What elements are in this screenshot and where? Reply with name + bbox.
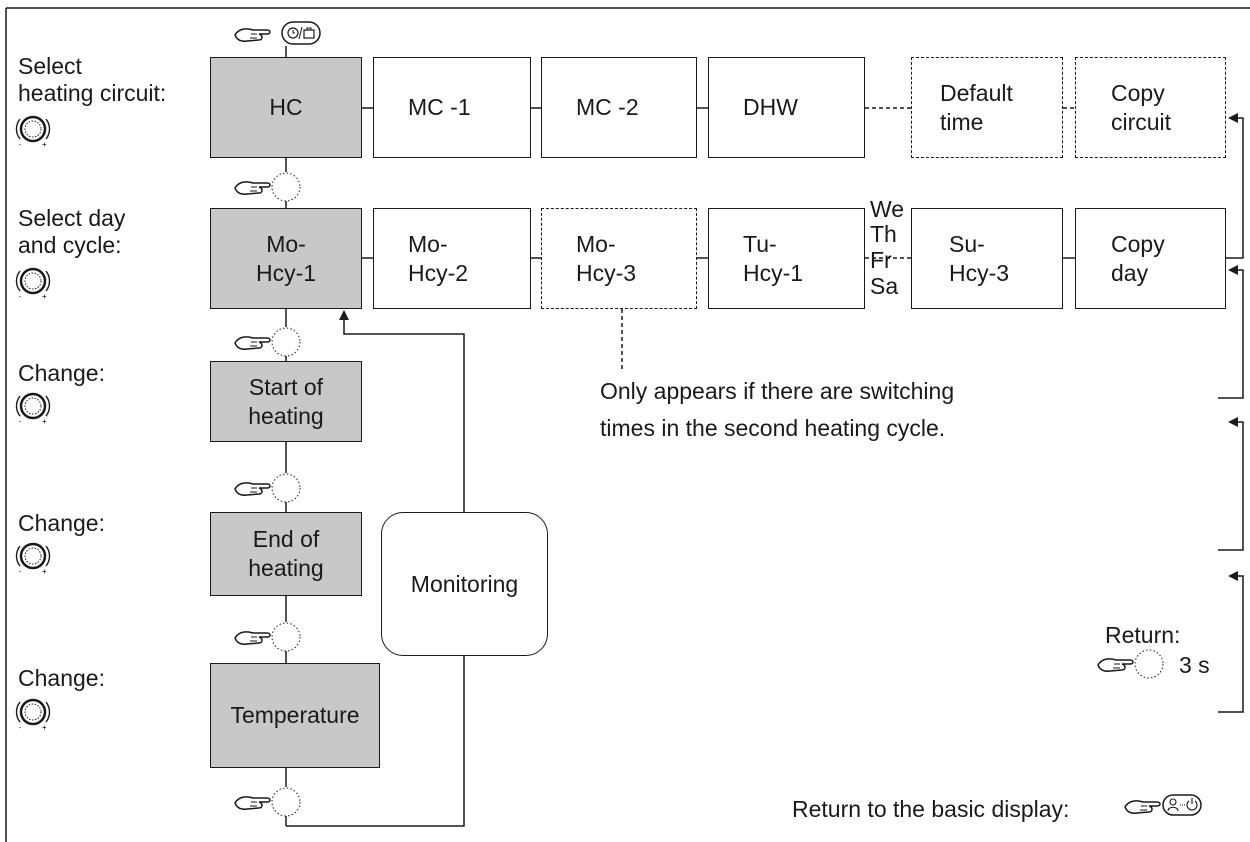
mo-hcy3-line1: Mo- <box>576 230 616 257</box>
monitoring-label: Monitoring <box>410 570 519 597</box>
start-of-heating-box: Start of heating <box>210 361 362 442</box>
return-time: 3 s <box>1179 652 1210 678</box>
hand-press-knob-icon <box>234 473 301 503</box>
svg-text:+: + <box>42 417 47 425</box>
copy-circuit-line2: circuit <box>1111 108 1172 135</box>
mo-hcy3-box: Mo- Hcy-3 <box>541 208 697 309</box>
end-line2: heating <box>248 555 324 581</box>
hc-box: HC <box>210 57 362 158</box>
mc1-box: MC -1 <box>373 57 531 158</box>
mo-hcy2-line1: Mo- <box>408 230 448 257</box>
hand-press-knob-icon <box>1097 649 1164 679</box>
loop-to-monitoring <box>286 656 465 827</box>
dial-turn-icon: - + <box>15 115 51 148</box>
svg-text:-: - <box>19 569 22 575</box>
day-we: We <box>870 196 905 222</box>
temperature-box: Temperature <box>210 663 380 768</box>
mo-hcy1-line2: Hcy-1 <box>255 259 317 286</box>
mo-hcy2-line2: Hcy-2 <box>408 259 469 286</box>
mc2-label: MC -2 <box>576 94 639 121</box>
mc2-box: MC -2 <box>541 57 697 158</box>
row-label-select-day-2: and cycle: <box>18 232 122 258</box>
day-fr: Fr <box>870 247 892 273</box>
dhw-box: DHW <box>708 57 865 158</box>
copy-circuit-line1: Copy <box>1111 79 1165 106</box>
day-th: Th <box>870 221 897 247</box>
svg-text:+: + <box>42 723 47 731</box>
return-basic-label: Return to the basic display: <box>792 796 1070 822</box>
default-time-line2: time <box>940 108 984 135</box>
svg-text:-: - <box>19 142 22 148</box>
row-label-select-day-1: Select day <box>18 205 126 231</box>
row-label-change-start: Change: <box>18 360 105 386</box>
hand-press-knob-icon <box>234 327 301 357</box>
return-bracket-copy-day <box>1218 269 1244 399</box>
hand-press-knob-icon <box>234 787 301 817</box>
copy-day-line2: day <box>1111 259 1149 286</box>
hand-press-key-icon <box>234 21 321 45</box>
svg-text:-: - <box>19 294 22 300</box>
mo-hcy1-box: Mo- Hcy-1 <box>210 208 362 309</box>
svg-text:-: - <box>19 725 22 731</box>
hand-press-knob-icon <box>234 172 301 202</box>
temperature-label: Temperature <box>230 702 360 729</box>
default-time-box: Default time <box>911 57 1063 158</box>
loop-monitoring-to-mo1 <box>343 318 465 512</box>
tu-hcy1-line1: Tu- <box>743 230 777 257</box>
mo-hcy1-line1: Mo- <box>266 230 306 257</box>
dial-turn-icon: - + <box>15 267 51 300</box>
svg-text:+: + <box>42 292 47 300</box>
mo-hcy3-line2: Hcy-3 <box>576 259 637 286</box>
return-label: Return: <box>1105 622 1181 648</box>
svg-text:+: + <box>42 140 47 148</box>
su-hcy3-line1: Su- <box>949 230 985 257</box>
return-bracket-4 <box>1218 575 1244 713</box>
return-bracket-3 <box>1218 421 1244 551</box>
hc-label: HC <box>269 94 303 121</box>
loop-arrowhead <box>339 310 349 320</box>
note-line1: Only appears if there are switching <box>600 378 955 404</box>
su-hcy3-box: Su- Hcy-3 <box>911 208 1063 309</box>
row-label-select-circuit-2: heating circuit: <box>18 80 167 106</box>
row-label-change-end: Change: <box>18 510 105 536</box>
row-label-select-circuit-1: Select <box>18 53 82 79</box>
return-bracket-copy-circuit <box>1226 117 1244 259</box>
tu-hcy1-box: Tu- Hcy-1 <box>708 208 865 309</box>
hand-press-knob-icon <box>234 622 301 652</box>
dial-turn-icon: - + <box>15 542 51 575</box>
start-line2: heating <box>248 402 324 429</box>
row-label-change-temperature: Change: <box>18 665 105 691</box>
monitoring-box: Monitoring <box>381 512 548 656</box>
mc1-label: MC -1 <box>408 94 471 121</box>
mo-hcy2-box: Mo- Hcy-2 <box>373 208 531 309</box>
dial-turn-icon: - + <box>15 698 51 731</box>
svg-text:+: + <box>42 567 47 575</box>
day-sa: Sa <box>870 273 899 299</box>
copy-circuit-box: Copy circuit <box>1075 57 1226 158</box>
note-line2: times in the second heating cycle. <box>600 415 946 441</box>
default-time-line1: Default <box>940 79 1013 106</box>
start-line1: Start of <box>248 373 324 400</box>
tu-hcy1-line2: Hcy-1 <box>743 259 804 286</box>
end-line1: End of <box>252 526 320 553</box>
dial-turn-icon: - + <box>15 392 51 425</box>
copy-day-box: Copy day <box>1075 208 1226 309</box>
su-hcy3-line2: Hcy-3 <box>949 259 1010 286</box>
svg-text:-: - <box>19 419 22 425</box>
hand-press-key-icon <box>1124 794 1202 816</box>
copy-day-line1: Copy <box>1111 230 1165 257</box>
dhw-label: DHW <box>743 94 798 121</box>
end-of-heating-box: End of heating <box>210 512 362 596</box>
